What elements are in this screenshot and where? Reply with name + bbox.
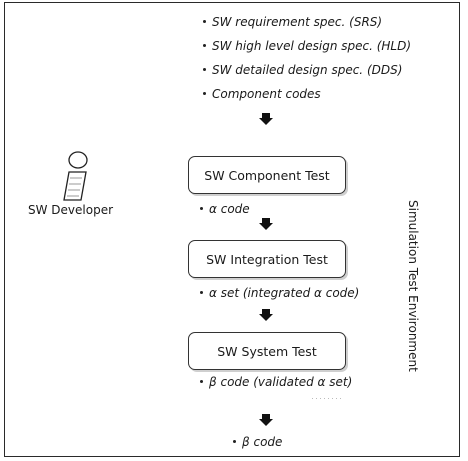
environment-label: Simulation Test Environment xyxy=(406,200,420,372)
actor-label: SW Developer xyxy=(28,203,114,217)
input-list: SW requirement spec. (SRS) SW high level… xyxy=(203,10,411,106)
stage-output: α set (integrated α code) xyxy=(200,286,359,300)
faint-dots xyxy=(312,398,342,399)
stage-box-integration-test: SW Integration Test xyxy=(188,240,346,278)
bullet-icon xyxy=(233,440,236,443)
bullet-icon xyxy=(200,207,203,210)
bullet-icon xyxy=(203,92,206,95)
input-item: Component codes xyxy=(203,82,411,106)
down-arrow-icon xyxy=(259,414,273,426)
bullet-icon xyxy=(203,44,206,47)
diagram-frame xyxy=(4,2,460,457)
bullet-icon xyxy=(203,20,206,23)
bullet-icon xyxy=(200,380,203,383)
down-arrow-icon xyxy=(259,113,273,125)
final-output: β code xyxy=(233,435,282,449)
stage-output: β code (validated α set) xyxy=(200,375,352,389)
bullet-icon xyxy=(203,68,206,71)
stage-box-component-test: SW Component Test xyxy=(188,156,346,194)
input-item: SW high level design spec. (HLD) xyxy=(203,34,411,58)
input-item: SW detailed design spec. (DDS) xyxy=(203,58,411,82)
person-icon xyxy=(63,151,88,201)
down-arrow-icon xyxy=(259,309,273,321)
stage-box-system-test: SW System Test xyxy=(188,332,346,370)
stage-output: α code xyxy=(200,202,250,216)
bullet-icon xyxy=(200,291,203,294)
down-arrow-icon xyxy=(259,218,273,230)
input-item: SW requirement spec. (SRS) xyxy=(203,10,411,34)
